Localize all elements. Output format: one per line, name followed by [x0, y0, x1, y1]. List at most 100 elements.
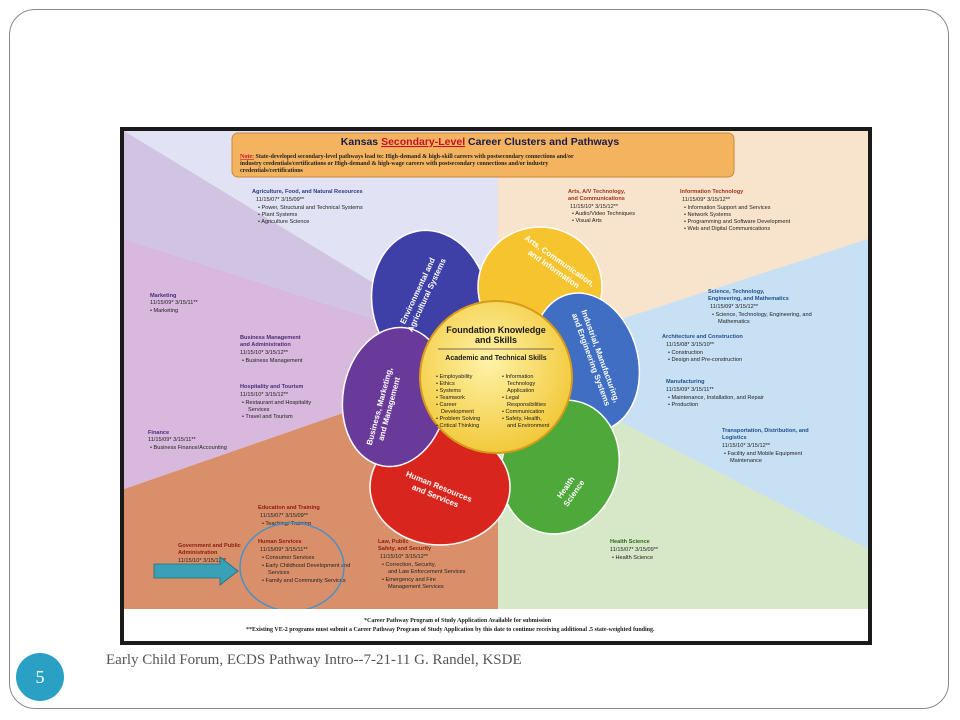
skill-item: • Career [436, 402, 457, 408]
pathway-item: • Agriculture Science [258, 219, 309, 225]
pathway-item: • Family and Community Services [262, 578, 346, 584]
cluster-it: Information Technology 11/15/09* 3/15/12… [680, 189, 791, 232]
pathway-item: • Web and Digital Communications [684, 226, 770, 232]
sector-stem-manufacturing [498, 239, 868, 549]
cluster-name: Engineering, and Mathematics [708, 296, 789, 302]
pathway-item: • Travel and Tourism [242, 414, 293, 420]
cluster-name: Information Technology [680, 189, 744, 195]
pathway-item: • Audio/Video Techniques [572, 211, 635, 217]
cluster-dates: 11/15/10* 3/15/12** [240, 350, 289, 356]
cluster-manufacturing: Manufacturing 11/15/09* 3/15/11** • Main… [666, 379, 764, 408]
pathway-item: • Maintenance, Installation, and Repair [668, 395, 764, 401]
cluster-dates: 11/15/10* 3/15/12** [380, 554, 429, 560]
cluster-name: and Communications [568, 196, 625, 202]
skill-item: • Employability [436, 374, 473, 380]
pathway-item: • Power, Structural and Technical System… [258, 205, 363, 211]
skill-item: • Systems [436, 388, 461, 394]
cluster-name: Administration [178, 550, 218, 556]
pathway-item: • Business Management [242, 358, 303, 364]
footnote-1: *Career Pathway Program of Study Applica… [364, 618, 552, 624]
cluster-name: Transportation, Distribution, and [722, 428, 809, 434]
skill-item: Development [441, 409, 474, 415]
cluster-finance: Finance 11/15/09* 3/15/11** • Business F… [148, 430, 227, 451]
center-title: and Skills [475, 335, 517, 345]
pathway-item: Management Services [388, 584, 444, 590]
pathway-item: • Teaching/ Training [262, 521, 311, 527]
cluster-stem: Science, Technology, Engineering, and Ma… [708, 289, 812, 325]
cluster-dates: 11/15/07* 3/15/09** [610, 547, 659, 553]
cluster-name: and Administration [240, 342, 291, 348]
cluster-architecture: Architecture and Construction 11/15/08* … [662, 334, 743, 363]
skill-item: • Critical Thinking [436, 423, 479, 429]
cluster-dates: 11/15/09* 3/15/12** [682, 197, 731, 203]
skill-item: • Ethics [436, 381, 455, 387]
cluster-dates: 11/15/07* 3/15/09** [260, 513, 309, 519]
pathway-item: • Production [668, 402, 698, 408]
pathway-item: Services [268, 570, 290, 576]
cluster-business: Business Management and Administration 1… [240, 335, 303, 364]
footnote-2: **Existing VE-2 programs must submit a C… [246, 627, 655, 633]
pathway-item: • Restaurant and Hospitality [242, 400, 311, 406]
cluster-dates: 11/15/10* 3/15/12** [240, 392, 289, 398]
pathway-item: • Design and Pre-construction [668, 357, 742, 363]
cluster-hospitality: Hospitality and Tourism 11/15/10* 3/15/1… [240, 384, 311, 420]
cluster-dates: 11/15/10* 3/15/12** [178, 558, 227, 564]
skill-item: Technology [507, 381, 536, 387]
cluster-dates: 11/15/09* 3/15/11** [260, 547, 309, 553]
cluster-name: Architecture and Construction [662, 334, 743, 340]
pathway-item: • Visual Arts [572, 218, 602, 224]
pathway-item: • Construction [668, 350, 703, 356]
cluster-name: Law, Public [378, 539, 409, 545]
cluster-dates: 11/15/08* 3/15/10** [666, 342, 715, 348]
skill-item: • Safety, Health, [502, 416, 542, 422]
cluster-marketing: Marketing 11/15/09* 3/15/11** • Marketin… [150, 293, 199, 314]
pathway-item: Maintenance [730, 458, 762, 464]
pathway-item: • Science, Technology, Engineering, and [712, 312, 812, 318]
cluster-dates: 11/15/09* 3/15/11** [666, 387, 715, 393]
pathway-item: Services [248, 407, 270, 413]
skill-item: • Legal [502, 395, 519, 401]
pathway-item: • Programming and Software Development [684, 219, 791, 225]
cluster-name: Human Services [258, 539, 302, 545]
cluster-name: Hospitality and Tourism [240, 384, 303, 390]
cluster-government: Government and Public Administration 11/… [178, 543, 241, 564]
cluster-dates: 11/15/09* 3/15/12** [710, 304, 759, 310]
cluster-name: Logistics [722, 435, 747, 441]
pathway-item: • Consumer Services [262, 555, 315, 561]
skill-item: Application [507, 388, 534, 394]
title-bar [231, 132, 735, 178]
figure-title: Kansas Secondary-Level Career Clusters a… [341, 136, 620, 148]
note-line-3: credentials/certifications [240, 168, 304, 174]
slide-footer: Early Child Forum, ECDS Pathway Intro--7… [106, 652, 522, 668]
cluster-name: Finance [148, 430, 169, 436]
cluster-dates: 11/15/09* 3/15/11** [150, 300, 199, 306]
cluster-dates: 11/15/10* 3/15/12** [722, 443, 771, 449]
pathway-item: • Information Support and Services [684, 205, 771, 211]
pathway-item: • Emergency and Fire [382, 577, 436, 583]
pathway-item: • Business Finance/Accounting [150, 445, 227, 451]
cluster-name: Marketing [150, 293, 177, 299]
cluster-name: Safety, and Security [378, 546, 432, 552]
page-number-badge: 5 [16, 653, 64, 701]
skill-item: • Communication [502, 409, 544, 415]
skill-item: Responsibilities [507, 402, 546, 408]
footnote-bar [124, 609, 868, 641]
cluster-dates: 11/15/09* 3/15/11** [148, 437, 197, 443]
note-line-1: Note: State-developed secondary-level pa… [240, 154, 574, 160]
cluster-agriculture: Agriculture, Food, and Natural Resources… [252, 189, 363, 225]
pathway-item: • Early Childhood Development and [262, 563, 350, 569]
pathway-item: • Health Science [612, 555, 653, 561]
pathway-item: • Facility and Mobile Equipment [724, 451, 803, 457]
skill-item: and Environment [507, 423, 550, 429]
skill-item: • Teamwork [436, 395, 465, 401]
cluster-name: Government and Public [178, 543, 241, 549]
cluster-name: Health Science [610, 539, 650, 545]
center-subtitle: Academic and Technical Skills [445, 355, 547, 362]
cluster-name: Education and Training [258, 505, 320, 511]
cluster-dates: 11/15/07* 3/15/09** [256, 197, 305, 203]
cluster-law: Law, Public Safety, and Security 11/15/1… [378, 539, 466, 590]
cluster-arts: Arts, A/V Technology, and Communications… [568, 189, 635, 224]
slide-frame [9, 9, 949, 709]
skill-item: • Problem Solving [436, 416, 480, 422]
cluster-name: Science, Technology, [708, 289, 765, 295]
